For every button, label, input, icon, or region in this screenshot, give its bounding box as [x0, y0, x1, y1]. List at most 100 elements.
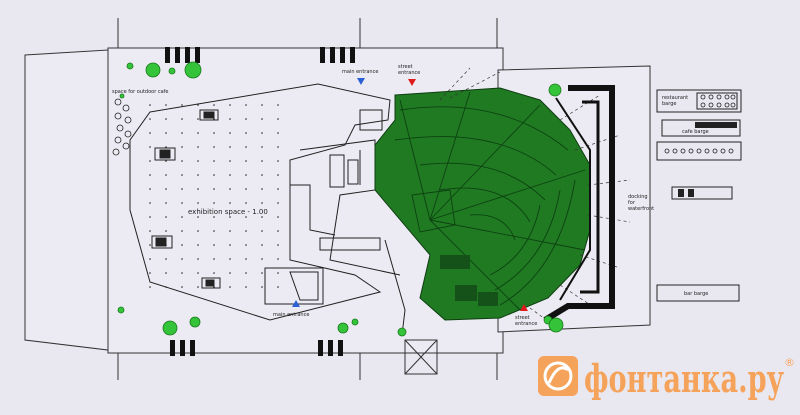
column-dot: [277, 174, 279, 176]
column-dot: [277, 132, 279, 134]
column-dot: [181, 244, 183, 246]
column-dot: [181, 118, 183, 120]
column-dot: [261, 118, 263, 120]
column-dot: [197, 118, 199, 120]
main-entrance-top-marker: [357, 78, 365, 85]
watermark-text: фонтанка.ру: [584, 356, 784, 401]
column-dot: [261, 160, 263, 162]
column-dot: [197, 174, 199, 176]
trees: [117, 61, 564, 337]
tree: [117, 306, 125, 314]
column-dot: [165, 146, 167, 148]
column-dot: [181, 146, 183, 148]
label-cafe-barge: cafe barge: [682, 129, 709, 135]
column-dot: [149, 146, 151, 148]
column-dot: [165, 258, 167, 260]
column-dot: [229, 272, 231, 274]
column-dot: [245, 286, 247, 288]
column-dot: [245, 272, 247, 274]
column-dot: [197, 202, 199, 204]
column-dot: [229, 244, 231, 246]
column-dot: [261, 286, 263, 288]
column-dot: [229, 174, 231, 176]
tree: [145, 62, 161, 78]
column-dot: [245, 104, 247, 106]
column-dot: [277, 160, 279, 162]
column-dot: [229, 230, 231, 232]
stair-blocks: [165, 47, 355, 356]
main-entrance-bottom-marker: [292, 300, 300, 307]
column-dot: [149, 202, 151, 204]
column-dot: [213, 146, 215, 148]
bar-barge: [656, 284, 740, 302]
column-dot: [197, 230, 199, 232]
column-dot: [261, 244, 263, 246]
column-dot: [165, 188, 167, 190]
column-dot: [213, 174, 215, 176]
column-dot: [229, 160, 231, 162]
tree: [126, 62, 134, 70]
column-dot: [197, 160, 199, 162]
outdoor-cafe-shrubs: [112, 98, 132, 156]
column-dot: [197, 146, 199, 148]
column-dot: [245, 132, 247, 134]
column-dot: [261, 216, 263, 218]
column-grid: [149, 104, 279, 288]
column-dot: [229, 104, 231, 106]
column-dot: [277, 188, 279, 190]
column-dot: [245, 160, 247, 162]
column-dot: [149, 244, 151, 246]
column-dot: [197, 258, 199, 260]
column-dot: [277, 202, 279, 204]
column-dot: [261, 132, 263, 134]
column-dot: [165, 174, 167, 176]
lobby-walls: [264, 109, 406, 336]
tree: [168, 67, 176, 75]
column-dot: [181, 216, 183, 218]
street-entrance-top-marker: [408, 79, 416, 86]
column-dot: [277, 258, 279, 260]
column-dot: [149, 286, 151, 288]
tree: [548, 83, 562, 97]
column-dot: [213, 286, 215, 288]
column-dot: [261, 104, 263, 106]
column-dot: [277, 118, 279, 120]
column-dot: [149, 132, 151, 134]
column-dot: [245, 258, 247, 260]
restaurant-barge: [656, 89, 742, 113]
column-dot: [181, 286, 183, 288]
tree: [351, 318, 359, 326]
column-dot: [229, 202, 231, 204]
column-dot: [197, 244, 199, 246]
column-dot: [277, 272, 279, 274]
column-dot: [197, 104, 199, 106]
column-dot: [165, 132, 167, 134]
column-dot: [181, 258, 183, 260]
column-dot: [213, 132, 215, 134]
column-dot: [245, 202, 247, 204]
tree: [119, 93, 125, 99]
column-dot: [213, 216, 215, 218]
column-dot: [149, 230, 151, 232]
column-dot: [197, 188, 199, 190]
column-dot: [181, 174, 183, 176]
auditorium: [374, 87, 591, 321]
column-dot: [277, 146, 279, 148]
label-main-entrance-bottom: main entrance: [273, 312, 309, 318]
tree: [184, 61, 202, 79]
column-dot: [229, 286, 231, 288]
column-dot: [197, 132, 199, 134]
label-line: entrance: [398, 70, 420, 76]
column-dot: [245, 146, 247, 148]
column-dot: [149, 160, 151, 162]
column-dot: [261, 146, 263, 148]
tree: [397, 327, 407, 337]
column-dot: [181, 202, 183, 204]
column-dot: [149, 216, 151, 218]
column-dot: [213, 244, 215, 246]
